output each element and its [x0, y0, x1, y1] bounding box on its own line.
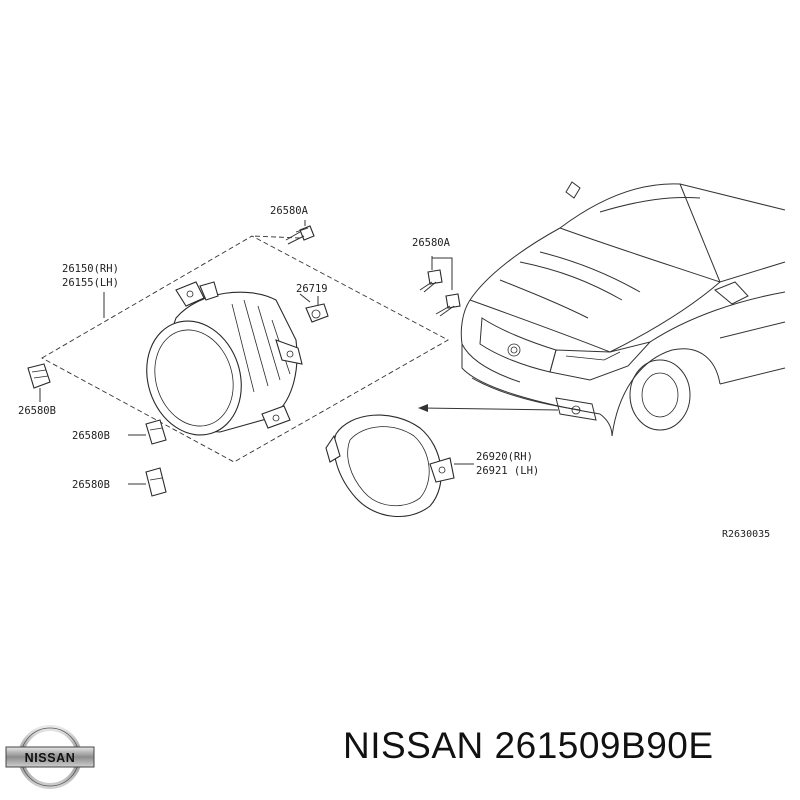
- clip-bottom: [128, 467, 167, 497]
- callout-clip-bottom: 26580B: [72, 479, 110, 491]
- callout-bezel-rh: 26920(RH): [476, 451, 533, 463]
- fog-lamp: [146, 281, 303, 436]
- leader-arrow: [421, 407, 559, 411]
- screw-top: [285, 220, 315, 245]
- callout-bezel-lh: 26921 (LH): [476, 465, 539, 477]
- part-number: 261509B90E: [494, 725, 714, 766]
- callout-clip-left: 26580B: [18, 405, 56, 417]
- clip-mid: [128, 419, 167, 445]
- assembly-outline: [41, 235, 449, 463]
- fog-lamp-bezel: [325, 414, 474, 517]
- callout-fog-lamp-lh: 26155(LH): [62, 277, 119, 289]
- callout-screw-right: 26580A: [412, 237, 451, 249]
- reference-code: R2630035: [722, 529, 770, 540]
- callout-screw-top: 26580A: [270, 205, 309, 217]
- clip-left: [27, 363, 51, 402]
- brand-name: NISSAN: [343, 725, 484, 766]
- bulb-part: [305, 296, 329, 323]
- callout-bulb: 26719: [296, 283, 328, 295]
- part-caption: NISSAN 261509B90E: [343, 716, 793, 776]
- callout-fog-lamp-rh: 26150(RH): [62, 263, 119, 275]
- logo-text: NISSAN: [25, 751, 76, 765]
- arrow-head: [418, 404, 428, 412]
- callout-clip-mid: 26580B: [72, 430, 110, 442]
- car-illustration: [460, 181, 786, 437]
- nissan-logo: NISSAN: [5, 725, 95, 789]
- screw-right-pair: [419, 256, 461, 317]
